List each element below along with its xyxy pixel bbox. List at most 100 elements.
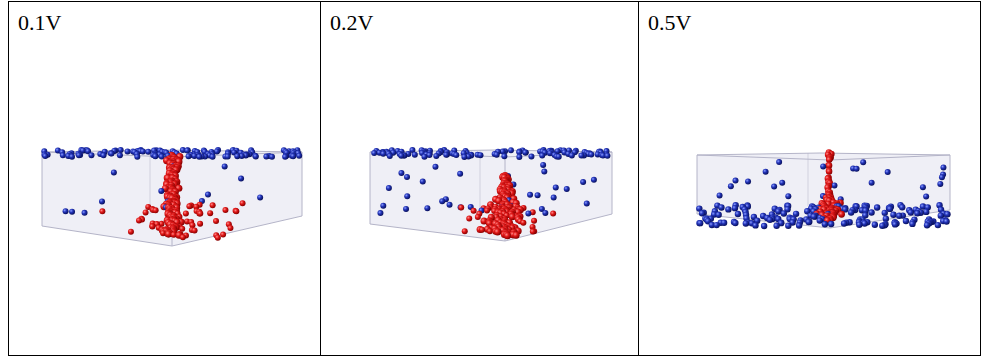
red-particle [180,234,186,240]
red-particle [220,232,226,238]
blue-particle [697,220,703,226]
blue-particle [856,222,862,228]
blue-particle [539,153,545,159]
red-particle [479,227,485,233]
blue-particle [82,210,88,216]
red-particle [550,211,556,217]
red-particle [826,156,832,162]
blue-particle [831,182,837,188]
red-particle [149,223,155,229]
red-particle [513,232,520,239]
red-particle [153,207,159,213]
blue-particle [940,164,946,170]
red-particle [149,223,155,229]
blue-particle [806,218,812,224]
table-border [9,2,981,356]
blue-particle [869,180,875,186]
red-particle [99,208,105,214]
blue-particle [439,198,445,204]
blue-particle [890,212,896,218]
blue-particle [785,193,791,199]
blue-particle [860,159,866,165]
blue-particle [42,153,48,159]
blue-particle [817,217,823,223]
red-particle [210,202,216,208]
blue-particle [540,162,546,168]
voltage-label: 0.1V [18,12,61,34]
blue-particle [743,220,749,226]
voltage-label: 0.5V [648,12,691,34]
blue-particle [458,204,464,210]
blue-particle [886,205,892,211]
blue-particle [923,209,929,215]
red-particle [222,207,228,213]
blue-particle [728,183,734,189]
blue-particle [269,154,275,160]
red-particle [471,208,477,214]
blue-particle [494,152,500,158]
blue-particle [63,208,69,214]
blue-particle [868,209,874,215]
blue-particle [225,154,231,160]
blue-particle [909,221,915,227]
blue-particle [69,209,75,215]
red-particle [215,235,221,241]
blue-particle [522,149,528,155]
blue-particle [282,154,288,160]
blue-particle [699,210,705,216]
red-particle [826,156,832,162]
blue-particle [811,213,817,219]
red-particle [838,211,845,218]
blue-particle [556,154,562,160]
blue-particle [718,204,724,210]
blue-particle [398,170,404,176]
blue-particle [564,186,570,192]
blue-particle [444,152,450,158]
blue-particle [944,211,950,217]
red-particle [484,208,490,214]
blue-particle [717,192,723,198]
red-particle [136,217,142,223]
blue-particle [424,205,430,211]
red-particle [207,210,213,216]
blue-particle [222,163,228,169]
blue-particle [541,169,547,175]
blue-particle [785,223,791,229]
blue-particle [745,178,751,184]
blue-particle [924,222,930,228]
blue-particle [886,205,892,211]
blue-particle [887,206,893,212]
blue-particle [377,210,383,216]
blue-particle [257,194,263,200]
blue-particle [461,154,467,160]
blue-particle [140,148,146,154]
blue-particle [569,152,575,158]
blue-particle [210,154,216,160]
blue-particle [713,222,719,228]
blue-particle [69,154,75,160]
blue-particle [542,210,548,216]
blue-particle [99,198,105,204]
blue-particle [404,193,410,199]
red-particle [466,216,472,222]
blue-particle [527,192,533,198]
blue-particle [943,218,949,224]
blue-particle [761,223,767,229]
red-particle [475,214,481,220]
blue-particle [386,185,392,191]
blue-particle [806,219,812,225]
blue-particle [432,164,438,170]
blue-particle [732,205,738,211]
blue-particle [380,151,386,157]
cell-divider [638,2,639,356]
blue-particle [841,220,847,226]
blue-particle [252,153,258,159]
blue-particle [767,217,773,223]
blue-particle [380,203,386,209]
blue-particle [152,153,158,159]
red-particle [192,227,198,233]
blue-particle [145,149,151,155]
blue-particle [371,150,377,156]
